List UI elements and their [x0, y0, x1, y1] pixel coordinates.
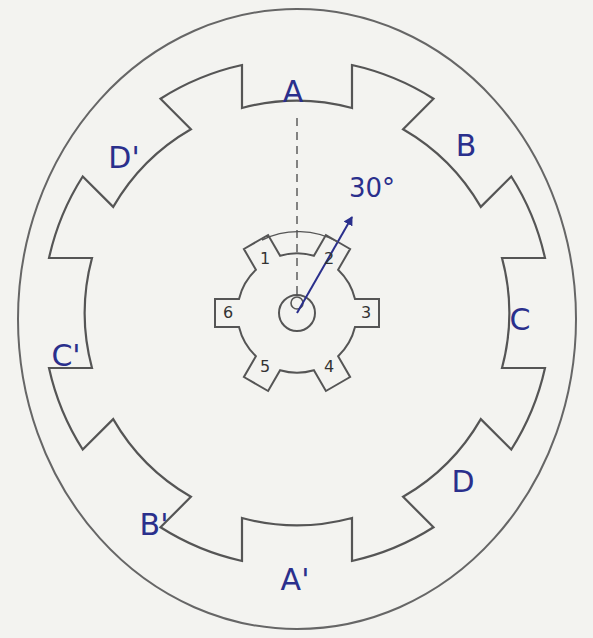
tooth-number: 4: [324, 359, 334, 375]
pole-label: D': [108, 143, 139, 173]
pole-label: B: [456, 131, 477, 161]
pole-label: C: [510, 305, 531, 335]
stator-poles: [49, 65, 545, 561]
tooth-number: 5: [260, 359, 270, 375]
pole-label: A: [283, 77, 304, 107]
stator-outline: [18, 9, 576, 629]
angle-label: 30°: [349, 175, 395, 201]
tooth-number: 6: [223, 305, 233, 321]
reference-line: [296, 118, 298, 300]
angle-arc: [262, 232, 338, 242]
pole-label: A': [281, 565, 310, 595]
pole-label: D: [451, 467, 474, 497]
tooth-number: 2: [324, 251, 334, 267]
pole-label: C': [51, 341, 80, 371]
pole-label: B': [140, 510, 169, 540]
tooth-number: 1: [260, 251, 270, 267]
tooth-number: 3: [361, 305, 371, 321]
